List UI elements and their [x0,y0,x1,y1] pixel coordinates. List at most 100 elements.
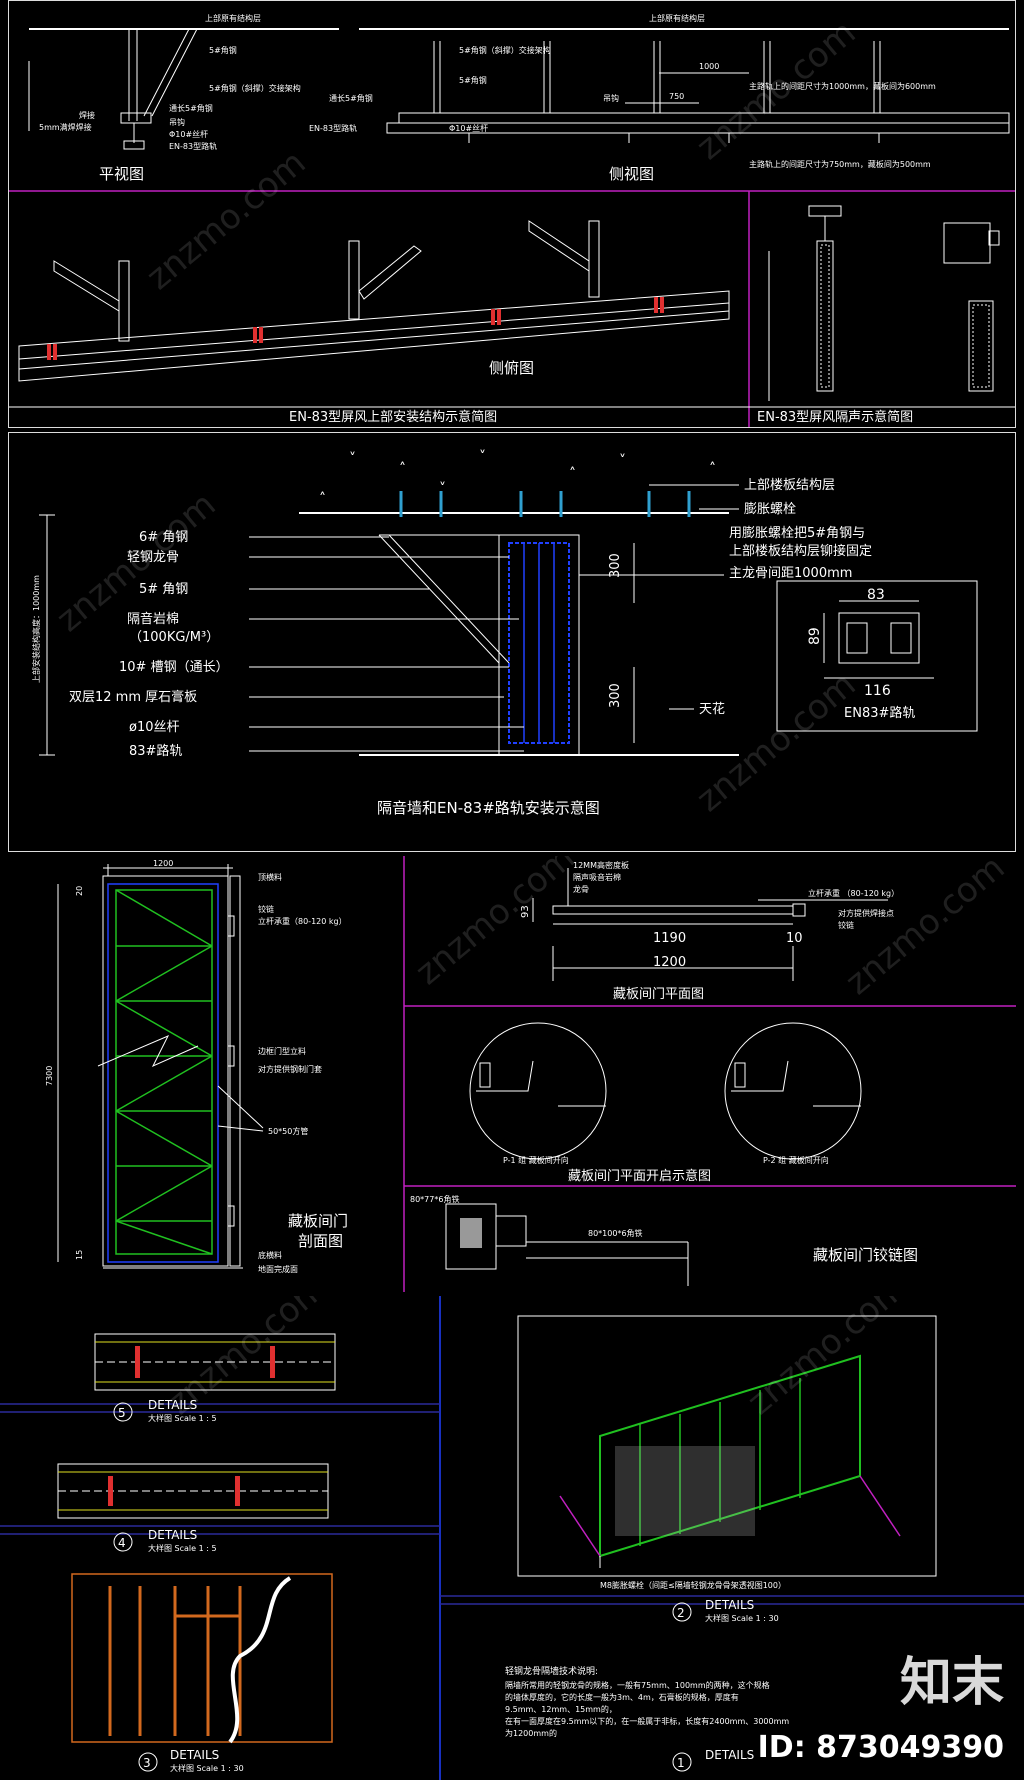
detail-number: 2 [677,1606,685,1620]
notes-line: 隔墙所常用的轻钢龙骨的规格，一般有75mm、100mm的两种，这个规格 [505,1680,770,1690]
opening-path-p1 [476,1060,606,1107]
rail-dim-left: 89 [807,627,823,645]
detail-number-circle [672,1752,692,1772]
detail-scale: 大样图 Scale 1 : 5 [148,1413,217,1423]
left-label: 5# 角钢 [139,582,188,597]
left-label: ø10丝杆 [129,720,180,735]
svg-text:˅: ˅ [349,451,356,467]
hinge-title: 藏板间门铰链图 [813,1246,918,1264]
door-plan-label: 龙骨 [573,884,589,894]
svg-text:˅: ˅ [439,481,446,497]
detail-number-circle [138,1752,158,1772]
side-label: 通长5#角钢 [329,93,373,103]
door-plan-label: 隔声吸音岩棉 [573,872,621,882]
detail-number-circle [113,1402,133,1422]
expansion-bolts [399,491,691,517]
side-label: 吊钩 [603,93,619,103]
right-label: 天花 [699,701,725,717]
detail-3-drawing [71,1573,333,1744]
door-plan-label: 立杆承重 （80-120 kg） [808,888,899,898]
left-label: 83#路轨 [129,743,182,759]
door-height-dim: 7300 [45,1066,54,1086]
plan-label: Φ10#丝杆 [169,129,208,139]
door-label: 立杆承重（80-120 kg） [258,916,347,926]
top-drawing-svg: 上部原有结构层 5#角钢 5#角钢（斜撑）交接架构 通长5#角钢 焊接 5mm满… [9,13,1015,427]
plan-label: 吊钩 [169,117,185,127]
side-label: 主路轨上的间距尺寸为750mm，藏板间为500mm [749,159,931,169]
dimension-300: 300 [608,553,623,578]
detail-2-perspective-drawing [517,1315,937,1577]
left-label: 隔音岩棉 [127,611,179,627]
notes-line: 在有一面厚度在9.5mm以下的，在一般属于非标，长度有2400mm、3000mm [505,1716,789,1726]
hinge-drawing [445,1203,689,1286]
door-small-dim: 15 [75,1250,84,1260]
left-label: 6# 角钢 [139,530,188,545]
side-label: 上部原有结构层 [649,13,705,23]
detail-number: 5 [118,1406,126,1420]
svg-text:˅: ˅ [619,453,626,469]
diagonal-brace [378,534,500,664]
plan-label: 5#角钢 [209,45,237,55]
hinge-label: 80*77*6角铁 [410,1194,459,1204]
side-label: Φ10#丝杆 [449,123,488,133]
plan-label: EN-83型路轨 [169,141,217,151]
door-plan-drawing [532,868,888,981]
door-label: 对方提供钢制门套 [258,1064,322,1074]
height-dimension-label: 上部安装结构高度：1000mm [31,575,41,683]
acoustic-section-drawing [768,205,1000,401]
detail-number-circle [113,1532,133,1552]
right-label: 上部楼板结构层铆接固定 [729,543,872,559]
detail-scale: 大样图 Scale 1 : 30 [170,1763,244,1773]
dimension-300: 300 [608,683,623,708]
leader-lines [249,536,524,752]
door-label: 底横料 [258,1250,282,1260]
watermark-text: znzmo.com [689,665,863,820]
detail-number-circle [672,1602,692,1622]
left-label: 双层12 mm 厚石膏板 [69,689,197,705]
plan-label: 5mm满焊焊接 [39,122,92,132]
rail-detail-label: EN83#路轨 [844,705,915,721]
right-label: 主龙骨间距1000mm [729,566,852,581]
left-label: （100KG/M³） [129,630,219,645]
diagonal-brace [388,534,510,664]
svg-text:˄: ˄ [569,466,576,482]
plan-label: 上部原有结构层 [205,13,261,23]
opening-label-p1: P-1 组 藏板间开向 [503,1155,569,1165]
left-label: 10# 槽钢（通长） [119,660,229,675]
right-label: 膨胀螺栓 [744,502,796,517]
opening-title: 藏板间门平面开启示意图 [568,1168,711,1184]
side-label: 750 [669,92,684,101]
door-label: 铰链 [258,904,274,914]
watermark-text: znzmo.com [838,856,1012,1003]
left-label: 轻钢龙骨 [127,550,179,565]
notes-title: 轻钢龙骨隔墙技术说明: [505,1665,598,1677]
watermark-text: znzmo.com [740,1296,914,1423]
details-svg: 5 DETAILS 大样图 Scale 1 : 5 4 DETAILS 大样图 … [0,1296,1024,1780]
hidden-door-svg: 1200 7300 20 15 顶横料 铰链 立杆承重（80-120 kg） 边… [45,856,1016,1292]
door-label: 顶横料 [258,872,282,882]
oblique-view-drawing [18,220,730,382]
brand-id: ID: 873049390 [757,1730,1004,1765]
detail-title: DETAILS [148,1528,197,1542]
slab-texture: ˅ ˄ ˅ ˄ ˅ ˄ ˄ ˅ [319,449,716,507]
plan-view-title: 平视图 [99,165,144,183]
door-plan-dim: 93 [520,905,531,918]
rail-dim-top: 83 [867,587,885,603]
side-label: 5#角钢（斜撑）交接架构 [459,45,551,55]
red-hanger-markers [47,297,664,360]
door-plan-dim: 10 [786,931,803,946]
door-small-dim: 20 [75,886,84,896]
notes-line: 的墙体厚度的，它的长度一般为3m、4m，石膏板的规格，厚度有 [505,1692,739,1702]
rail-section-drawing [823,600,934,679]
plan-label: 5#角钢（斜撑）交接架构 [209,83,301,93]
door-plan-label: 铰链 [838,920,854,930]
door-label: 50*50方管 [268,1126,308,1136]
side-label: 1000 [699,62,719,71]
rail-dim-bottom: 116 [864,683,891,699]
detail-scale: 大样图 Scale 1 : 5 [148,1543,217,1553]
svg-text:˄: ˄ [399,461,406,477]
door-plan-title: 藏板间门平面图 [613,987,704,1002]
hidden-door-panel: 1200 7300 20 15 顶横料 铰链 立杆承重（80-120 kg） 边… [8,856,1016,1292]
detail-title: DETAILS [705,1598,754,1612]
watermark-text: znzmo.com [139,143,313,298]
